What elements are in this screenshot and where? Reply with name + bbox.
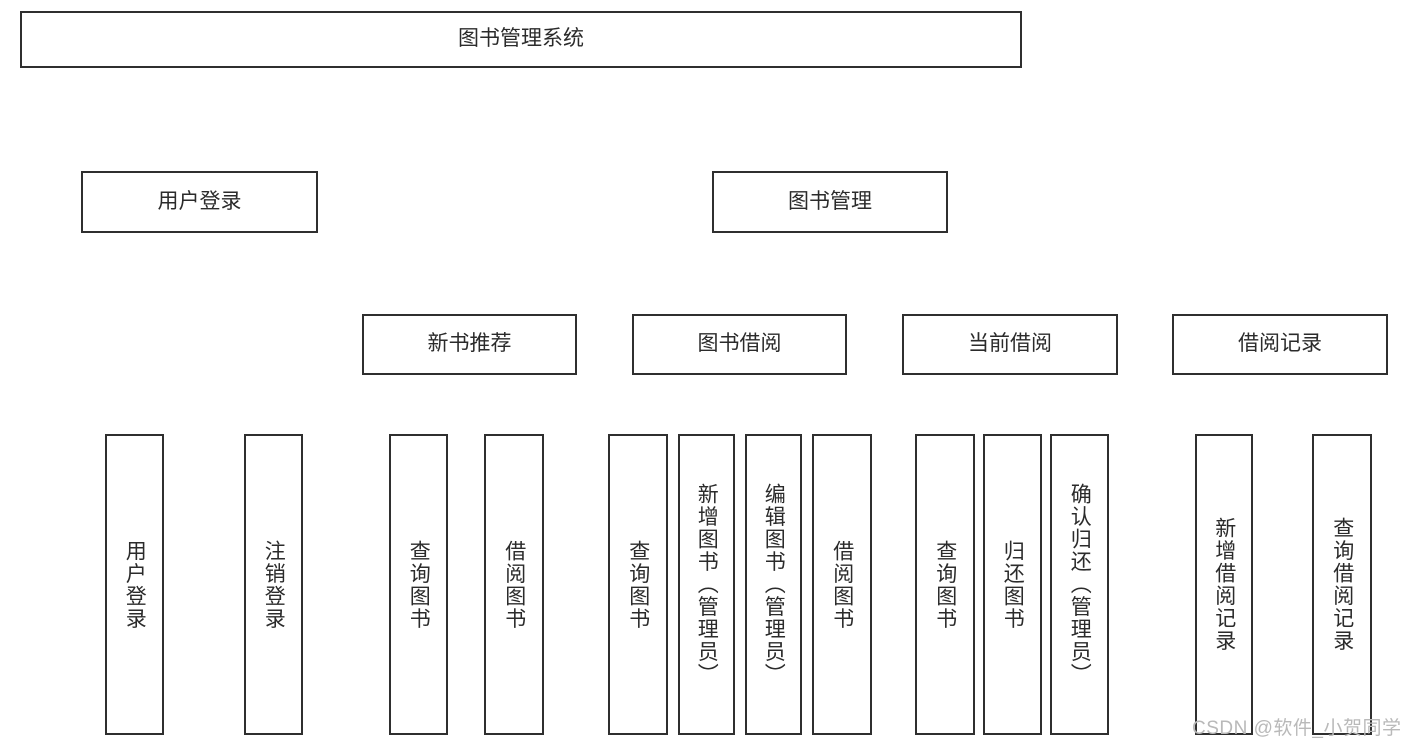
node-leaf-return-book-label: 归还图书 — [1001, 539, 1025, 630]
node-leaf-user-login[interactable]: 用户登录 — [105, 434, 164, 735]
node-leaf-query-book-3-label: 查询图书 — [933, 539, 957, 630]
node-leaf-query-book-2-label: 查询图书 — [626, 539, 650, 630]
node-root[interactable]: 图书管理系统 — [20, 11, 1022, 68]
node-leaf-borrow-book-1[interactable]: 借阅图书 — [484, 434, 544, 735]
node-leaf-query-book-1[interactable]: 查询图书 — [389, 434, 448, 735]
node-current-borrow[interactable]: 当前借阅 — [902, 314, 1118, 375]
node-leaf-borrow-book-1-label: 借阅图书 — [502, 539, 526, 630]
node-borrow-record[interactable]: 借阅记录 — [1172, 314, 1388, 375]
node-leaf-query-record-label: 查询借阅记录 — [1330, 517, 1354, 652]
node-leaf-add-book-label: 新增图书（管理员） — [695, 483, 719, 686]
node-root-label: 图书管理系统 — [458, 27, 584, 51]
node-leaf-user-logout[interactable]: 注销登录 — [244, 434, 303, 735]
node-leaf-add-record[interactable]: 新增借阅记录 — [1195, 434, 1253, 735]
node-leaf-confirm-return[interactable]: 确认归还（管理员） — [1050, 434, 1109, 735]
node-leaf-return-book[interactable]: 归还图书 — [983, 434, 1042, 735]
node-leaf-user-logout-label: 注销登录 — [262, 539, 286, 630]
node-leaf-add-record-label: 新增借阅记录 — [1212, 517, 1236, 652]
node-leaf-query-book-3[interactable]: 查询图书 — [915, 434, 975, 735]
node-borrow-record-label: 借阅记录 — [1238, 332, 1322, 356]
node-leaf-query-record[interactable]: 查询借阅记录 — [1312, 434, 1372, 735]
node-new-book-rec-label: 新书推荐 — [427, 332, 512, 356]
node-leaf-borrow-book-2-label: 借阅图书 — [830, 539, 854, 630]
node-leaf-borrow-book-2[interactable]: 借阅图书 — [812, 434, 872, 735]
node-new-book-rec[interactable]: 新书推荐 — [362, 314, 577, 375]
node-leaf-query-book-2[interactable]: 查询图书 — [608, 434, 668, 735]
node-user-login[interactable]: 用户登录 — [81, 171, 318, 233]
node-leaf-edit-book[interactable]: 编辑图书（管理员） — [745, 434, 802, 735]
node-book-manage[interactable]: 图书管理 — [712, 171, 948, 233]
node-leaf-confirm-return-label: 确认归还（管理员） — [1068, 483, 1092, 686]
node-book-borrow[interactable]: 图书借阅 — [632, 314, 847, 375]
node-user-login-label: 用户登录 — [157, 189, 242, 213]
node-leaf-edit-book-label: 编辑图书（管理员） — [762, 483, 786, 686]
node-leaf-query-book-1-label: 查询图书 — [407, 539, 431, 630]
node-book-borrow-label: 图书借阅 — [697, 332, 782, 356]
node-leaf-add-book[interactable]: 新增图书（管理员） — [678, 434, 735, 735]
node-current-borrow-label: 当前借阅 — [968, 332, 1052, 356]
node-book-manage-label: 图书管理 — [788, 189, 872, 213]
node-leaf-user-login-label: 用户登录 — [123, 539, 147, 630]
